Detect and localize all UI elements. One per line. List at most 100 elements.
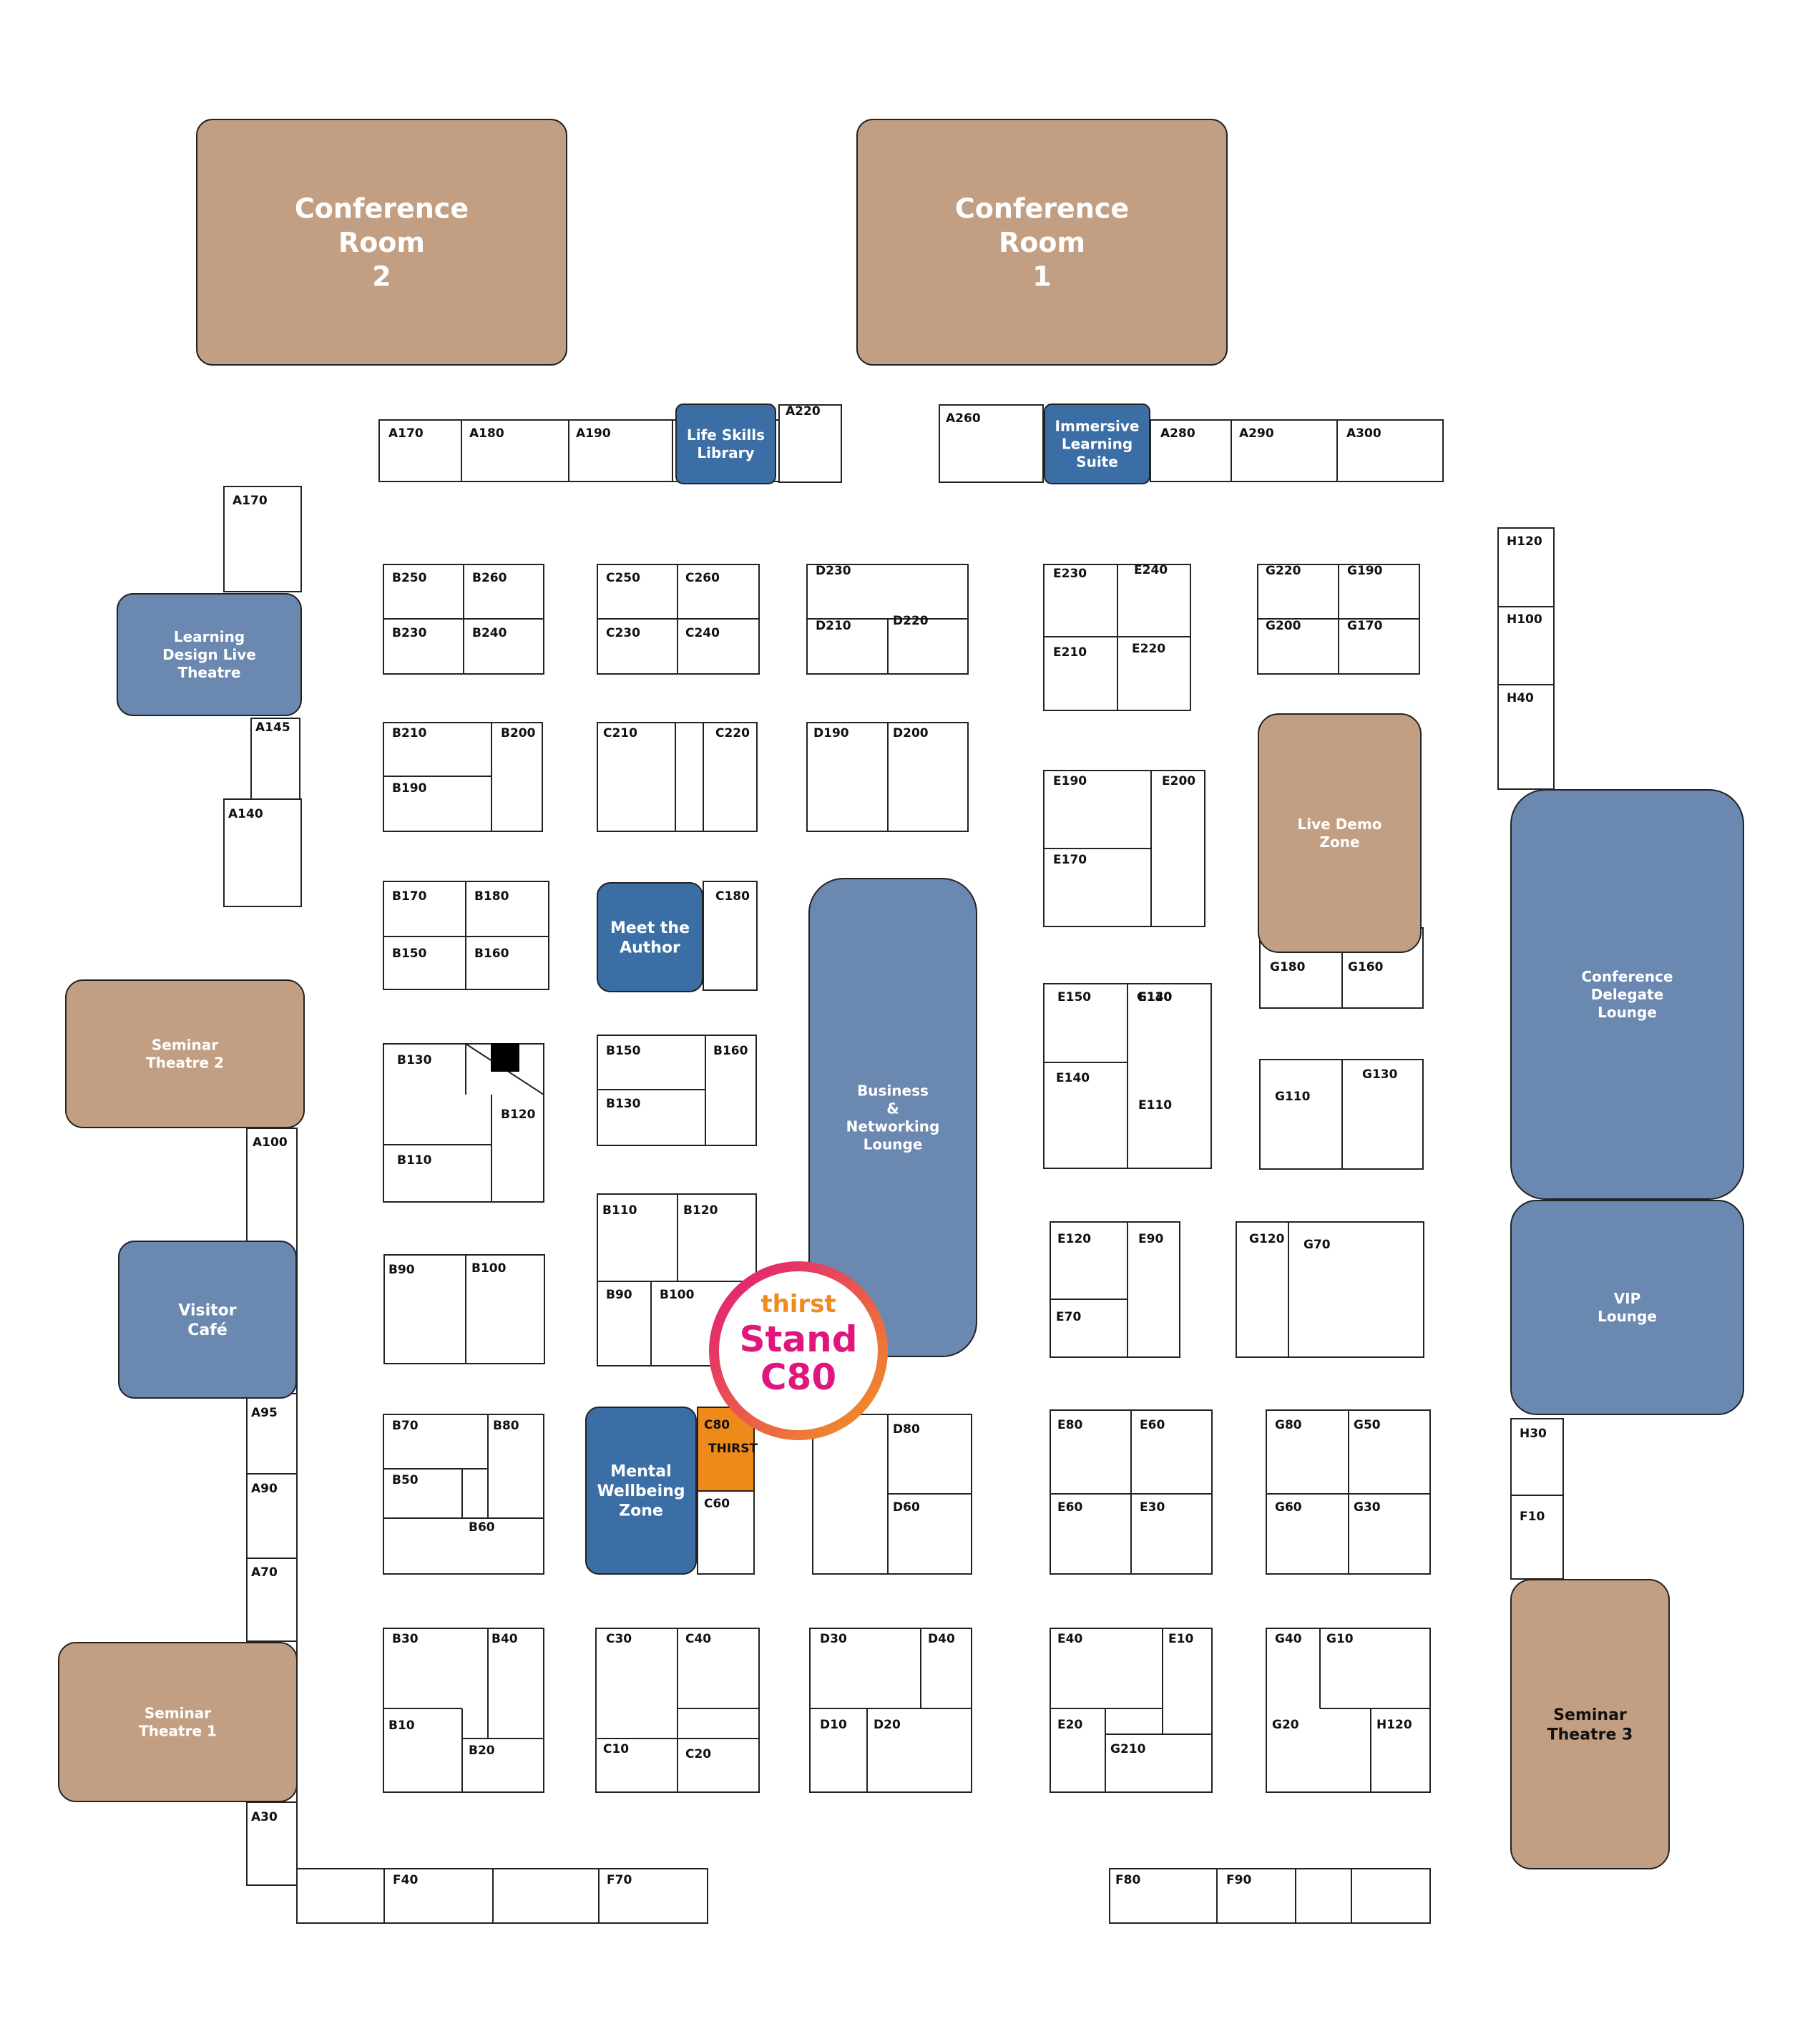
stand-label-g210: G210 <box>1110 1742 1146 1756</box>
stand-label-g170: G170 <box>1347 619 1383 633</box>
stand-label-b110: B110 <box>397 1153 432 1168</box>
stand-label-c10: C10 <box>603 1742 629 1756</box>
stand-label-b170: B170 <box>392 889 427 904</box>
mental-wellbeing-zone-label: Zone <box>619 1502 663 1520</box>
stand-label-c20: C20 <box>685 1747 711 1761</box>
conference-delegate-lounge-label: Delegate <box>1591 986 1664 1003</box>
stand-label-g70: G70 <box>1303 1238 1331 1252</box>
stand-label-e220: E220 <box>1132 642 1165 656</box>
stand-label-e20: E20 <box>1057 1718 1082 1732</box>
conference-delegate-lounge-label: Conference <box>1581 968 1673 985</box>
stand-label-g220: G220 <box>1266 564 1301 578</box>
stand-label-e190: E190 <box>1053 774 1087 788</box>
stand-label-f90: F90 <box>1226 1873 1251 1887</box>
stand-label-b230: B230 <box>392 626 427 640</box>
stand-label-b80: B80 <box>493 1419 519 1433</box>
stand-label-g80: G80 <box>1275 1418 1302 1432</box>
vip-lounge-label: Lounge <box>1598 1308 1657 1325</box>
stand-label-g200: G200 <box>1266 619 1301 633</box>
stand-label-a290: A290 <box>1239 426 1274 441</box>
stand-label-b150: B150 <box>392 947 427 961</box>
stand-label-g60: G60 <box>1275 1500 1302 1515</box>
stand-label-b40: B40 <box>491 1632 518 1646</box>
stand-label-d10: D10 <box>820 1718 847 1732</box>
stand-label-g130: G130 <box>1362 1067 1398 1082</box>
conference-room-1-label: 1 <box>1032 260 1051 292</box>
stand-label-a180: A180 <box>469 426 504 441</box>
stand-label-f70: F70 <box>607 1873 632 1887</box>
stand-label-a260: A260 <box>946 411 981 426</box>
stand-label-g140: G140 <box>1137 990 1173 1004</box>
stand-label-b160: B160 <box>713 1044 748 1058</box>
stand-label-a140: A140 <box>228 807 263 821</box>
badge-line2: C80 <box>760 1356 836 1398</box>
stand-label-d30: D30 <box>820 1632 847 1646</box>
stand-label-e10: E10 <box>1168 1632 1193 1646</box>
stand-label-a220: A220 <box>786 404 821 419</box>
stand-label-b110: B110 <box>602 1203 637 1218</box>
immersive-learning-suite-label: Learning <box>1062 436 1133 453</box>
stand-label-a90: A90 <box>251 1482 278 1496</box>
stand-label-a100: A100 <box>253 1135 288 1150</box>
stand-label-f80: F80 <box>1115 1873 1140 1887</box>
conference-room-2-label: 2 <box>372 260 391 292</box>
stand-label-h120: H120 <box>1376 1718 1412 1732</box>
stand-label-h30: H30 <box>1520 1427 1547 1441</box>
stand-label-h100: H100 <box>1507 612 1542 627</box>
stand-label-b90: B90 <box>606 1288 632 1302</box>
stand-label-b210: B210 <box>392 726 427 740</box>
stand-label-b190: B190 <box>392 781 427 796</box>
stand-label-b120: B120 <box>683 1203 718 1218</box>
stand-label-e30: E30 <box>1140 1500 1165 1515</box>
stand-label-g160: G160 <box>1348 960 1384 974</box>
stand-label-e210: E210 <box>1053 645 1087 660</box>
stand-label-thirst: THIRST <box>708 1442 758 1456</box>
stand-label-f40: F40 <box>393 1873 418 1887</box>
stand-label-e40: E40 <box>1057 1632 1082 1646</box>
stand-label-g190: G190 <box>1347 564 1383 578</box>
stand-label-e120: E120 <box>1057 1232 1091 1246</box>
learning-design-live-theatre-label: Design Live <box>162 646 256 663</box>
stand-label-a300: A300 <box>1346 426 1381 441</box>
stand-label-c240: C240 <box>685 626 720 640</box>
mental-wellbeing-zone-label: Mental <box>610 1463 671 1481</box>
stand-label-b100: B100 <box>660 1288 695 1302</box>
stand-label-b10: B10 <box>388 1718 415 1733</box>
stand-label-e240: E240 <box>1134 563 1168 577</box>
stand-label-c80: C80 <box>704 1418 730 1432</box>
stand-label-a30: A30 <box>251 1810 278 1824</box>
stand-label-d230: D230 <box>816 564 851 578</box>
stand-label-c180: C180 <box>715 889 750 904</box>
stand-label-e170: E170 <box>1053 853 1087 867</box>
stand-label-d220: D220 <box>893 614 929 628</box>
conference-room-2-label: Conference <box>295 192 469 224</box>
immersive-learning-suite-label: Suite <box>1076 454 1118 471</box>
stand-label-e200: E200 <box>1162 774 1195 788</box>
stand-label-b50: B50 <box>392 1473 419 1487</box>
stands-layer <box>223 404 1564 1924</box>
stand-label-g110: G110 <box>1275 1090 1311 1104</box>
marker-square <box>491 1043 519 1072</box>
stand-label-g20: G20 <box>1272 1718 1299 1732</box>
stand-label-c40: C40 <box>685 1632 711 1646</box>
meet-the-author-label: Author <box>620 939 680 957</box>
stand-label-a145: A145 <box>255 720 290 735</box>
stand-label-b240: B240 <box>472 626 507 640</box>
stand-label-b130: B130 <box>397 1053 432 1067</box>
stand-label-c260: C260 <box>685 571 720 585</box>
stand-label-d20: D20 <box>874 1718 901 1732</box>
stand-label-b20: B20 <box>469 1744 495 1758</box>
vip-lounge-label: VIP <box>1614 1290 1641 1307</box>
life-skills-library-label: Library <box>697 444 754 461</box>
